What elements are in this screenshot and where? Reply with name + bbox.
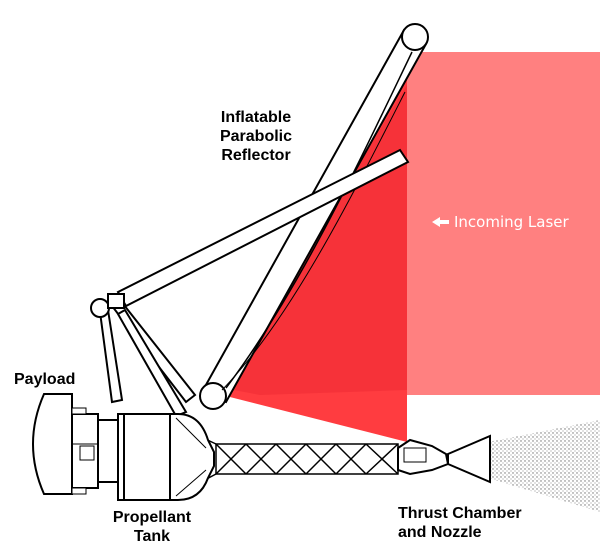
payload-label-text: Payload: [14, 371, 76, 388]
parabolic-reflector-surface: [225, 51, 413, 389]
incoming-laser-text: Incoming Laser: [454, 213, 569, 231]
propellant-tank-label-line-2: Tank: [133, 528, 171, 545]
reflector-label-line-2: Parabolic: [219, 128, 293, 145]
exhaust-plume: [488, 420, 600, 512]
thrust-chamber-label: Thrust Chamber and Nozzle: [398, 504, 522, 542]
reflector-label-line-1: Inflatable: [220, 109, 292, 126]
propellant-tank: [117, 413, 215, 501]
left-arrow-icon: [432, 217, 440, 227]
thrust-chamber-label-line-2: and Nozzle: [398, 524, 482, 541]
propellant-tank-label: Propellant Tank: [102, 508, 202, 546]
payload-label: Payload: [14, 370, 75, 389]
pivot-joint: [90, 293, 125, 318]
incoming-laser-label: Incoming Laser: [432, 213, 569, 231]
reflector-label-line-3: Reflector: [221, 147, 291, 164]
reflector-label: Inflatable Parabolic Reflector: [206, 108, 306, 165]
reflector-boom: [199, 23, 429, 410]
thrust-chamber-label-line-1: Thrust Chamber: [398, 505, 522, 522]
propellant-tank-label-line-1: Propellant: [112, 509, 192, 526]
payload: [32, 393, 119, 495]
truss-frame: [185, 429, 399, 491]
thrust-chamber-nozzle: [397, 434, 491, 484]
